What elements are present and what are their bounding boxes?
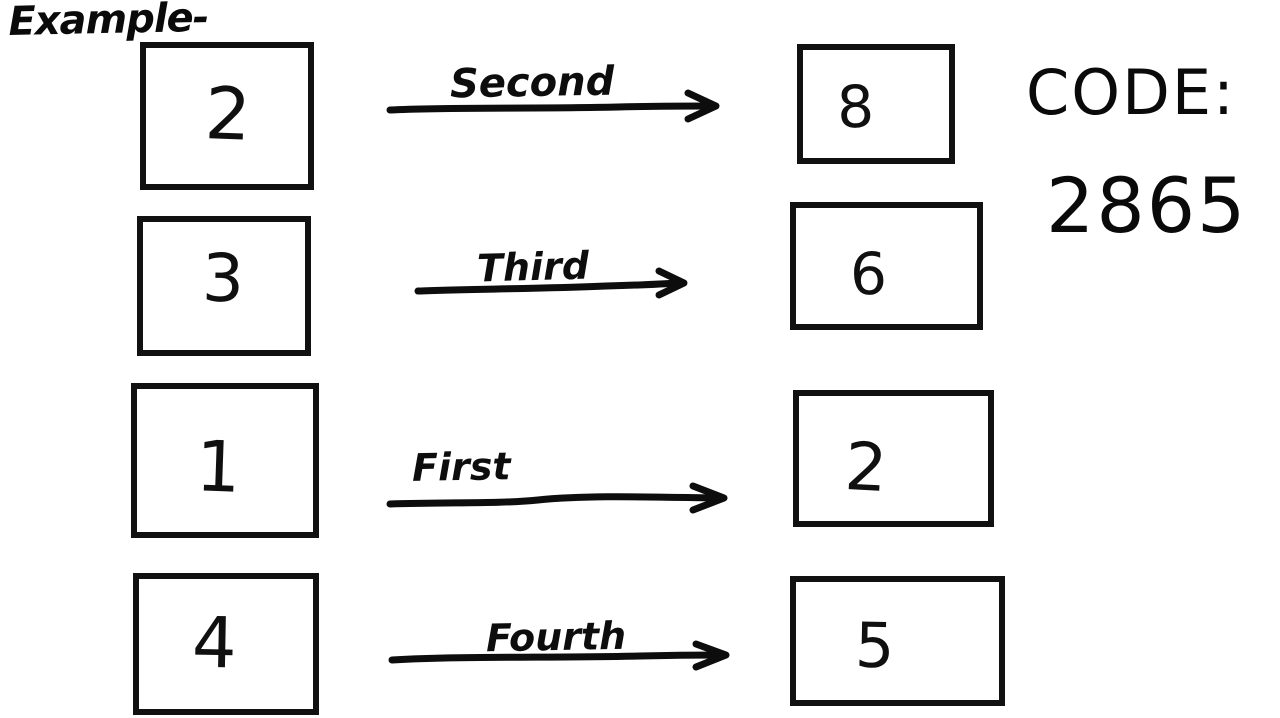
left-box-2-value: 3 <box>201 239 245 318</box>
arrow-second-label: Second <box>449 58 615 108</box>
right-box-1-value: 8 <box>835 72 876 142</box>
arrow-first <box>386 478 733 528</box>
right-box-2-value: 6 <box>849 239 888 309</box>
arrow-third-label: Third <box>476 243 590 291</box>
right-box-1 <box>797 44 955 164</box>
page-title: Example- <box>7 0 209 45</box>
right-box-2 <box>790 202 983 330</box>
right-box-3-value: 2 <box>843 427 890 508</box>
left-box-3 <box>131 383 319 538</box>
arrow-fourth <box>388 636 735 686</box>
left-box-4-value: 4 <box>191 601 238 685</box>
left-box-1-value: 2 <box>203 71 253 157</box>
arrow-third <box>414 258 691 308</box>
arrow-first-label: First <box>411 444 511 490</box>
right-box-3 <box>793 390 994 527</box>
left-box-4 <box>133 573 319 715</box>
left-box-2 <box>137 216 311 356</box>
left-box-3-value: 1 <box>194 425 242 509</box>
right-box-4 <box>790 576 1005 706</box>
code-label: CODE: <box>1026 56 1236 129</box>
right-box-4-value: 5 <box>854 608 896 683</box>
code-value: 2865 <box>1046 161 1248 250</box>
arrow-fourth-label: Fourth <box>485 613 627 661</box>
arrow-second <box>386 80 728 130</box>
left-box-1 <box>140 42 314 190</box>
